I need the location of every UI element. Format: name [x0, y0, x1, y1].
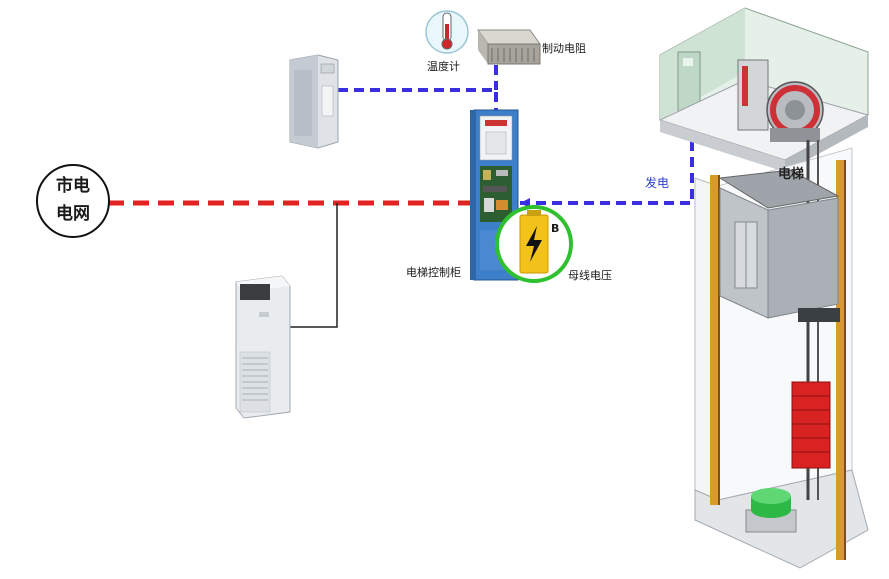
generation-arrow-icon: [520, 198, 530, 208]
battery-mark-label: B: [551, 222, 560, 235]
generation-label: 发电: [645, 176, 670, 190]
thermometer-label: 温度计: [427, 60, 460, 73]
brake-resistor-label: 制动电阻: [542, 42, 586, 55]
inverter-cabinet-icon: [289, 54, 339, 149]
battery-bolt-icon: [495, 205, 573, 283]
grid-label-line2: 电网: [56, 204, 90, 224]
bus-voltage-label: 母线电压: [568, 269, 612, 282]
elevator-label: 电梯: [778, 167, 805, 182]
ac-feed-line: [290, 203, 338, 328]
control-cabinet-label: 电梯控制柜: [406, 266, 461, 279]
grid-label-line1: 市电: [56, 176, 90, 196]
thermometer-icon: [425, 10, 469, 54]
brake-resistor-icon: [477, 29, 541, 65]
air-conditioner-icon: [235, 275, 291, 419]
elevator-shaft-icon: [658, 7, 870, 569]
inverter-signal-line: [338, 88, 498, 110]
grid-node-icon: [36, 164, 110, 238]
grid-node-label: 市电 电网: [38, 172, 108, 228]
